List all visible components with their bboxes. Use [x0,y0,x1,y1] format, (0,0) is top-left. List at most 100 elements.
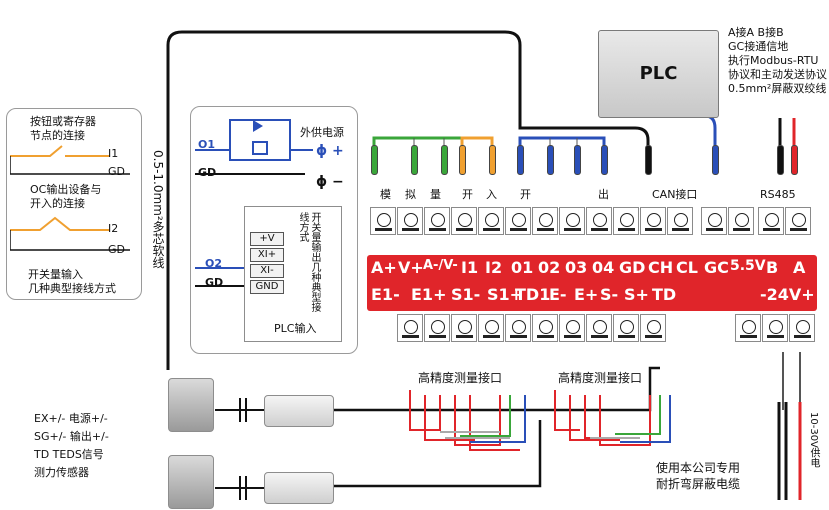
terminal[interactable] [667,207,693,235]
terminal[interactable] [586,314,612,342]
terminal[interactable] [532,314,558,342]
terminal[interactable] [758,207,784,235]
terminal-label: I2 [485,258,503,277]
gd1-label: GD [108,165,125,178]
terminal-label: 5.5V [730,258,766,274]
oc-title-1: OC输出设备与 [30,183,102,196]
plc-note: 执行Modbus-RTU [728,54,819,67]
terminal-label: CH [648,258,674,277]
group-label: 入 [486,188,497,201]
terminal-label: -24V+ [760,285,815,304]
connector-red [791,145,798,175]
group-label: 出 [598,188,609,201]
power-minus: ϕ − [316,174,344,190]
terminal-label-bar [367,255,817,311]
output-vertical-note: 开关量输出几种典型接线方式 [297,212,320,312]
plc-note: 协议和主动发送协议 [728,68,827,81]
terminal-label: S1- [451,285,481,304]
terminal[interactable] [613,207,639,235]
plc-note: A接A B接B [728,26,784,39]
connector-green [371,145,378,175]
connector-blue [574,145,581,175]
oc-symbol [10,216,130,251]
cable-label: 0.5-1.0mm²多芯软线 [151,150,165,269]
terminal-label: S- [600,285,619,304]
terminal-label: A+ [371,258,397,277]
connector-green [411,145,418,175]
o1-label: O1 [198,138,216,151]
oc-title-2: 开入的连接 [30,197,85,210]
cable-note: 耐折弯屏蔽电缆 [656,477,741,491]
i2-label: I2 [108,222,119,235]
group-label: CAN接口 [652,188,698,201]
left-footer-2: 几种典型接线方式 [28,282,116,295]
external-power-label: 外供电源 [300,126,344,139]
terminal-label: GD [619,258,646,277]
terminal-label: GC [704,258,729,277]
terminal[interactable] [451,314,477,342]
terminal[interactable] [505,314,531,342]
gd-top-label: GD [198,166,217,179]
terminal-label: TD1 [515,285,551,304]
terminal-label: V+ [398,258,424,277]
terminal-label: 01 [511,258,534,277]
terminal[interactable] [586,207,612,235]
force-sensor [168,378,214,432]
sensor-note: EX+/- 电源+/- [34,412,108,425]
terminal[interactable] [559,207,585,235]
button-title-1: 按钮或寄存器 [30,115,96,128]
terminal[interactable] [505,207,531,235]
o2-wire [195,267,249,287]
terminal[interactable] [559,314,585,342]
i1-label: I1 [108,147,119,160]
group-label: 模 [380,188,391,201]
plc-device: PLC [598,30,719,118]
gd2-label: GD [108,243,125,256]
terminal[interactable] [613,314,639,342]
terminal[interactable] [397,207,423,235]
terminal[interactable] [762,314,788,342]
terminal-label: S1+ [487,285,524,304]
connector-blue [712,145,719,175]
plc-label: PLC [639,63,678,84]
group-label-row [367,180,817,204]
meas-port-label: 高精度测量接口 [558,371,643,385]
signal-conditioner [264,472,334,504]
terminal[interactable] [478,207,504,235]
terminal[interactable] [789,314,815,342]
terminal[interactable] [451,207,477,235]
terminal[interactable] [424,207,450,235]
pin-xi-minus: XI- [250,264,284,278]
terminal[interactable] [478,314,504,342]
terminal[interactable] [370,207,396,235]
terminal[interactable] [532,207,558,235]
sensor-note: SG+/- 输出+/- [34,430,109,443]
terminal[interactable] [701,207,727,235]
plc-note: GC接通信地 [728,40,789,53]
terminal[interactable] [735,314,761,342]
terminal[interactable] [728,207,754,235]
switch-input-panel [6,108,142,300]
terminal[interactable] [640,207,666,235]
terminal[interactable] [397,314,423,342]
connector-black [777,145,784,175]
terminal-label: CL [676,258,698,277]
terminal[interactable] [785,207,811,235]
plc-input-label: PLC输入 [274,322,317,335]
terminal-label: 03 [565,258,588,277]
power-plus: ϕ + [316,143,344,159]
connector-blue [601,145,608,175]
terminal[interactable] [640,314,666,342]
terminal-label: S+ [624,285,649,304]
terminal-label: A [793,258,806,277]
terminal-label: E1+ [411,285,447,304]
button-title-2: 节点的连接 [30,129,85,142]
terminal[interactable] [424,314,450,342]
cable-note: 使用本公司专用 [656,461,741,475]
signal-conditioner [264,395,334,427]
force-sensor [168,455,214,509]
terminal-label: I1 [461,258,479,277]
pin-plus-v: +V [250,232,284,246]
connector-orange [459,145,466,175]
